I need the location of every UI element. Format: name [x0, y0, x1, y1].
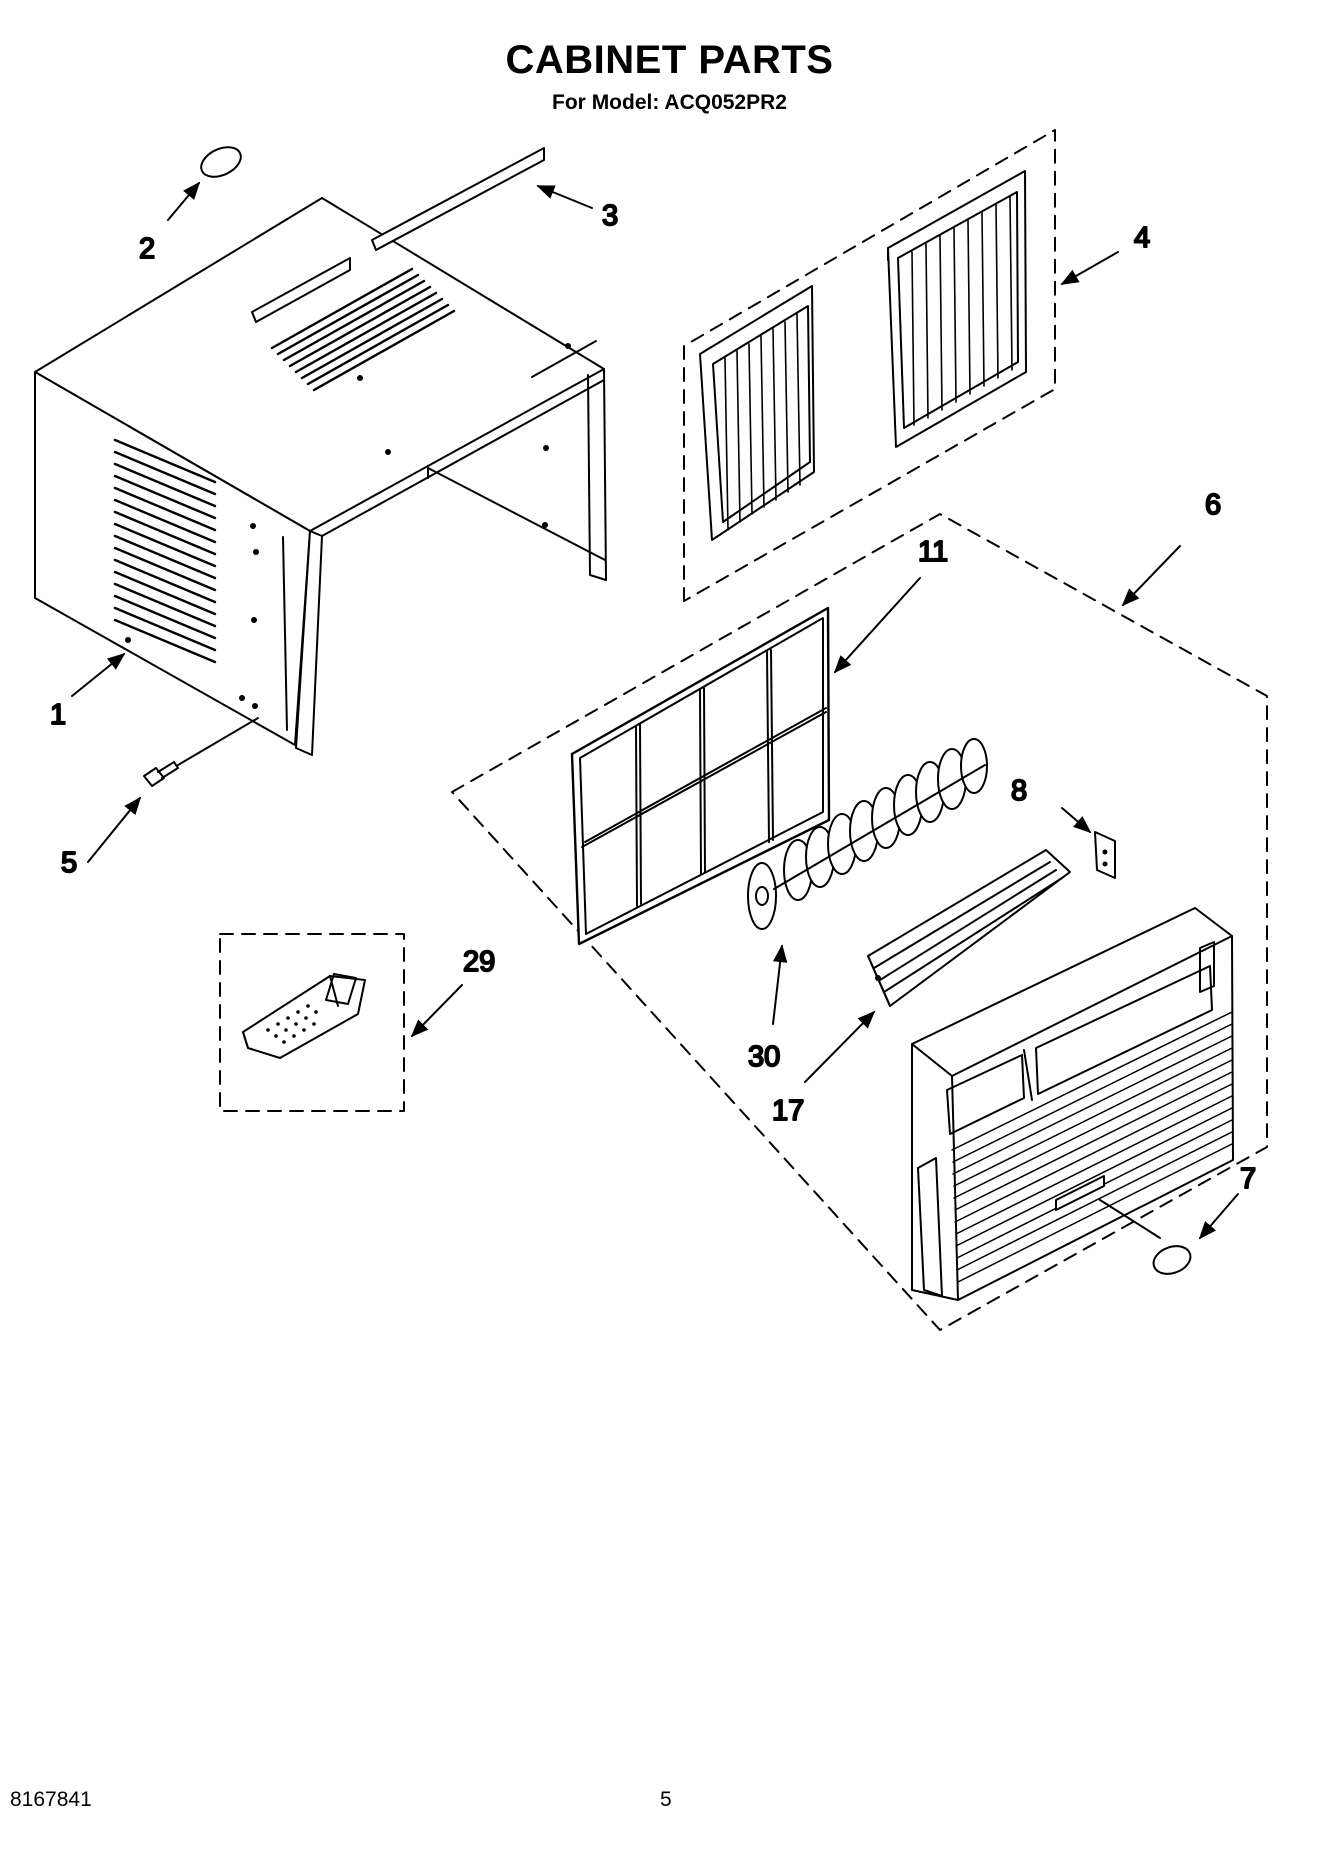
callout-30: 30: [748, 1041, 780, 1073]
callout-7: 7: [1240, 1163, 1256, 1195]
front-grille-part: [911, 907, 1234, 1301]
model-subtitle: For Model: ACQ052PR2: [552, 91, 787, 114]
cabinet-wrapper-part: [34, 197, 607, 756]
front-panel-group-outline: [451, 513, 1268, 1331]
callout-5: 5: [61, 847, 77, 879]
callout-8: 8: [1011, 775, 1027, 807]
remote-control-part: [219, 933, 405, 1112]
seal-part-2: [200, 146, 242, 178]
callout-6: 6: [1205, 489, 1221, 521]
clip-part: [1094, 831, 1116, 879]
callout-1: 1: [50, 699, 66, 731]
louver-assembly-part: [867, 849, 1071, 1007]
top-rail-part: [371, 147, 545, 251]
air-filter-part: [570, 606, 831, 946]
side-curtain-group-part: [683, 129, 1056, 602]
page-title: CABINET PARTS: [505, 38, 834, 82]
callout-17: 17: [772, 1095, 804, 1127]
seal-part-7: [1152, 1245, 1192, 1275]
callout-4: 4: [1134, 222, 1150, 254]
callout-3: 3: [602, 200, 618, 232]
callout-2: 2: [139, 233, 155, 265]
leader-arrows: [71, 181, 1239, 1240]
blower-wheel-part: [747, 738, 988, 930]
page-number: 5: [660, 1788, 672, 1811]
document-number: 8167841: [10, 1788, 92, 1811]
callout-11: 11: [918, 536, 948, 568]
screw-part: [143, 717, 259, 787]
callout-29: 29: [463, 946, 495, 978]
